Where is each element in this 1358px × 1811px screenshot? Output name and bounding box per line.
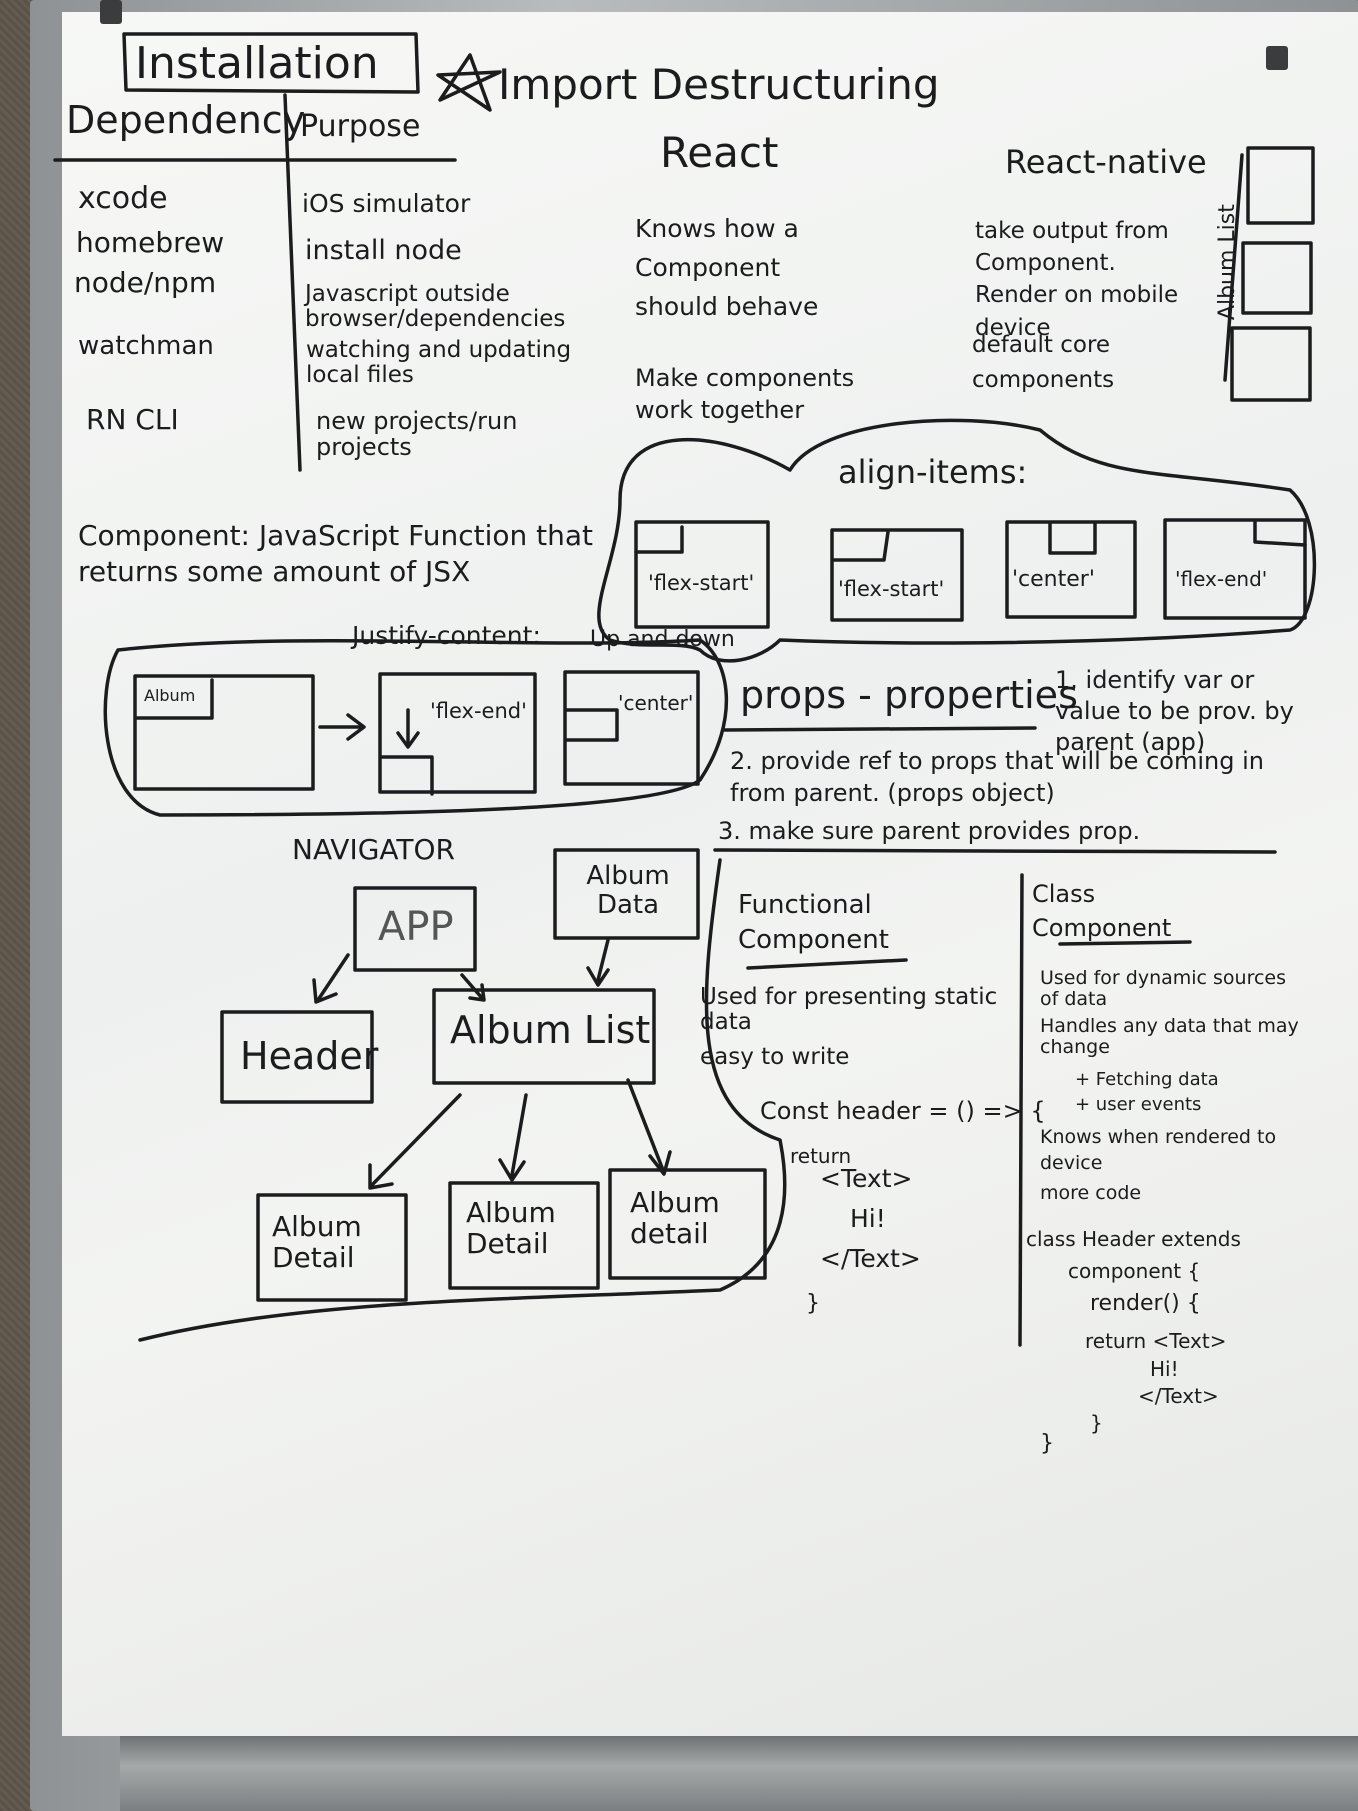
album-detail-label: Album Detail	[272, 1212, 397, 1274]
purpose-cell: watching and updating local files	[306, 338, 606, 389]
arrow-app-to-header	[314, 955, 348, 1002]
header-dependency: Dependency	[66, 100, 305, 142]
justify-box-3-inner	[567, 710, 617, 740]
purpose-cell: Javascript outside browser/dependencies	[305, 282, 605, 333]
align-box-label: 'flex-start'	[648, 572, 754, 595]
mini-box-2	[1243, 243, 1311, 313]
props-step: 2. provide ref to props that will be com…	[730, 745, 1300, 810]
album-detail-label: Album Detail	[466, 1198, 591, 1260]
justify-box-2	[380, 674, 535, 792]
dependency-cell: xcode	[78, 182, 168, 215]
align-box-label: 'center'	[1012, 568, 1095, 592]
class-code-line: </Text>	[1138, 1385, 1219, 1407]
react-bullet: Knows how a Component should behave	[635, 210, 865, 326]
class-code-line: Hi!	[1150, 1358, 1179, 1380]
justify-box-2-inner	[382, 757, 432, 794]
align-box-2-inner	[834, 532, 888, 560]
props-step: 3. make sure parent provides prop.	[718, 818, 1140, 844]
functional-bullet: Used for presenting static data	[700, 985, 1020, 1036]
props-underline	[725, 728, 1035, 730]
arrow-list-to-detail-1	[370, 1095, 460, 1188]
class-code-line: render() {	[1090, 1292, 1201, 1316]
import-destructuring-note: Import Destructuring	[498, 62, 940, 108]
dependency-cell: node/npm	[74, 268, 216, 299]
class-bullet: Handles any data that may change	[1040, 1016, 1305, 1058]
align-box-1-inner	[636, 527, 682, 552]
arrow-data-to-list	[588, 940, 608, 985]
functional-code-line: Const header = () => {	[760, 1098, 1046, 1124]
functional-title: Functional Component	[738, 888, 938, 958]
purpose-cell: iOS simulator	[302, 190, 470, 218]
class-title: Class Component	[1032, 878, 1182, 945]
justify-content-title: Justify-content:	[352, 622, 541, 650]
star-doodle	[438, 55, 500, 110]
arrow-app-to-list	[462, 975, 484, 1000]
functional-code-line: <Text>	[820, 1165, 912, 1193]
functional-code-line: Hi!	[850, 1205, 886, 1233]
purpose-cell: new projects/run projects	[316, 408, 566, 461]
functional-code-line: </Text>	[820, 1245, 921, 1273]
react-bullet: Make components work together	[635, 362, 875, 427]
class-bullet: + Fetching data	[1075, 1070, 1219, 1090]
react-native-bullet: take output from Component. Render on mo…	[975, 215, 1205, 344]
album-data-label: Album Data	[568, 862, 688, 919]
react-native-title: React-native	[1005, 145, 1207, 180]
navigator-bubble	[140, 860, 785, 1340]
justify-box-2-arrow	[398, 710, 418, 747]
align-box-label: 'flex-end'	[1175, 568, 1267, 590]
table-vertical-rule	[285, 95, 300, 470]
justify-box-label: 'center'	[618, 692, 693, 714]
functional-underline	[748, 960, 906, 968]
dependency-cell: homebrew	[76, 228, 224, 259]
arrow-list-to-detail-3	[628, 1080, 670, 1174]
functional-bullet: easy to write	[700, 1045, 849, 1070]
justify-content-note: Up and down	[590, 628, 735, 652]
album-list-label: Album List	[450, 1010, 650, 1052]
class-code-line: return <Text>	[1085, 1330, 1226, 1352]
installation-title: Installation	[135, 40, 379, 88]
align-box-3-inner	[1050, 524, 1095, 553]
header-purpose: Purpose	[300, 110, 420, 143]
class-bullet: Knows when rendered to device	[1040, 1125, 1280, 1176]
mini-box-3	[1232, 328, 1310, 400]
mini-box-1	[1248, 148, 1313, 223]
class-code-line: component {	[1068, 1260, 1200, 1282]
arrow-list-to-detail-2	[500, 1095, 526, 1180]
justify-box-3	[565, 672, 698, 784]
props-title: props - properties	[740, 675, 1078, 717]
functional-code-line: }	[806, 1292, 820, 1316]
dependency-cell: watchman	[78, 332, 214, 361]
purpose-cell: install node	[305, 236, 462, 266]
justify-arrow	[320, 715, 364, 739]
class-bullet: Used for dynamic sources of data	[1040, 968, 1305, 1010]
navigator-title: NAVIGATOR	[292, 835, 455, 866]
component-definition: Component: JavaScript Function that retu…	[78, 518, 598, 591]
react-title: React	[660, 130, 778, 176]
props-bottom-rule	[715, 850, 1275, 852]
class-code-line: }	[1040, 1432, 1054, 1456]
justify-box-label: 'flex-end'	[430, 700, 527, 723]
class-code-line: }	[1090, 1412, 1103, 1434]
align-items-title: align-items:	[838, 455, 1027, 490]
class-bullet: + user events	[1075, 1095, 1201, 1115]
justify-box-label: Album	[144, 687, 195, 705]
class-bullet: more code	[1040, 1183, 1141, 1204]
dependency-cell: RN CLI	[86, 405, 179, 436]
align-box-label: 'flex-start'	[838, 578, 944, 601]
class-code-line: class Header extends	[1026, 1228, 1241, 1250]
react-native-bullet: default core components	[972, 328, 1172, 397]
align-box-4-inner	[1255, 522, 1305, 545]
app-label: APP	[378, 905, 454, 949]
album-list-sidebar-label: Album List	[1216, 204, 1240, 320]
header-label: Header	[240, 1036, 378, 1078]
align-box-2	[832, 530, 962, 620]
album-detail-label: Album detail	[630, 1188, 755, 1250]
